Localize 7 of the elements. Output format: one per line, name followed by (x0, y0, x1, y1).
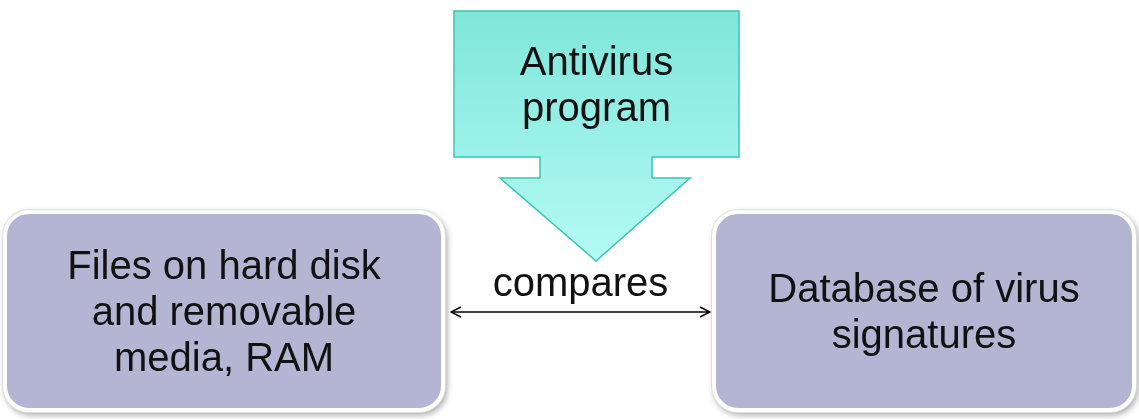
node-label: Database of virus signatures (767, 265, 1081, 357)
process-box (3, 210, 445, 412)
arrow-callout-box (453, 10, 740, 262)
process-box (712, 210, 1136, 412)
node-label: Files on hard disk and removable media, RAM (66, 242, 382, 380)
node-label: Antivirus program (518, 37, 675, 130)
double-arrow (450, 306, 711, 318)
